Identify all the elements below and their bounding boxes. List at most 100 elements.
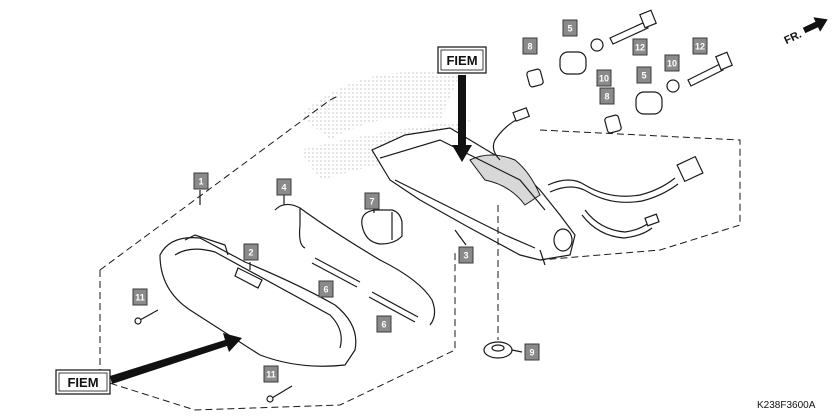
fiem-tag-bottom: FIEM (55, 333, 242, 395)
callout-number: 5 (641, 71, 646, 81)
wire-branch (584, 209, 651, 233)
callout-number: 12 (635, 43, 645, 53)
lens-rim (184, 234, 229, 256)
callout-box (562, 19, 578, 37)
callout-box (458, 246, 474, 264)
branch-connector (644, 213, 660, 227)
fiem-arrow-top (452, 75, 472, 162)
callout-number: 2 (248, 248, 253, 258)
callout-11: 11 (132, 288, 148, 306)
bolt-a-head (639, 9, 657, 29)
screw-upper-head (134, 317, 142, 325)
grommet-hole (491, 344, 505, 352)
wire-harness-upper (492, 117, 521, 161)
callout-3: 3 (458, 246, 474, 264)
assembly-frame-top (99, 94, 341, 271)
callout-box (636, 66, 652, 84)
assembly-frame-right (539, 129, 741, 261)
cushion-b (635, 91, 663, 115)
callout-box (692, 37, 708, 55)
callout-box (376, 315, 392, 333)
callout-number: 8 (604, 92, 609, 102)
callout-box (243, 243, 259, 261)
taillight-lens (159, 237, 357, 367)
callout-number: 6 (381, 320, 386, 330)
bulb (361, 209, 403, 245)
fiem-label-top: FIEM (446, 53, 477, 68)
callout-number: 3 (463, 251, 468, 261)
washer-b (666, 79, 680, 93)
seal-strip-a2 (311, 262, 358, 288)
fiem-tag-top: FIEM (437, 46, 487, 162)
hardware-set-b (604, 51, 733, 134)
washer-a (590, 38, 604, 52)
callout-11: 11 (263, 365, 279, 383)
seal-strip-a (314, 257, 361, 283)
callout-box (364, 192, 380, 210)
callout-number: 1 (198, 177, 203, 187)
leader-9 (511, 349, 523, 353)
screw-upper (139, 309, 159, 321)
watermark-wing (300, 71, 460, 140)
main-connector (676, 155, 704, 183)
callout-number: 11 (266, 370, 276, 380)
wire-harness-main2 (549, 183, 679, 203)
seal-gasket (274, 203, 436, 326)
arrow-icon (802, 17, 828, 34)
callout-1: 1 (193, 172, 209, 190)
callout-8: 8 (522, 37, 538, 55)
callout-number: 5 (567, 24, 572, 34)
fiem-arrow-bottom (110, 333, 242, 384)
base-flange (394, 179, 536, 249)
callout-box (193, 172, 209, 190)
callout-box (132, 288, 148, 306)
seal-strip-b (371, 291, 419, 318)
screw-lower-head (266, 395, 274, 403)
base-socket (469, 154, 541, 206)
callout-number: 6 (323, 285, 328, 295)
wire-connector-small (512, 107, 531, 122)
wire-harness-main (547, 177, 676, 197)
callout-box (664, 54, 680, 72)
seal-strip-b2 (368, 296, 416, 323)
callout-box (599, 87, 615, 105)
callout-box (632, 38, 648, 56)
callout-number: 8 (527, 42, 532, 52)
leader-3 (454, 229, 467, 246)
bolt-a (609, 21, 649, 45)
callout-box (522, 37, 538, 55)
callout-box (276, 178, 292, 196)
callout-box (318, 280, 334, 298)
lens-tab (234, 267, 263, 289)
callout-2: 2 (243, 243, 259, 261)
callout-box (263, 365, 279, 383)
base-mount-boss (553, 228, 573, 252)
callout-12: 12 (632, 38, 648, 56)
callout-6: 6 (318, 280, 334, 298)
direction-label: FR. (782, 29, 803, 47)
callout-6: 6 (376, 315, 392, 333)
wire-branch2 (581, 214, 653, 239)
lens-inner-edge (174, 248, 342, 349)
bolt-b (687, 63, 724, 87)
fiem-label-bottom: FIEM (67, 375, 98, 390)
callout-number: 10 (667, 59, 677, 69)
diagram-code: K238F3600A (757, 400, 816, 411)
callout-10: 10 (664, 54, 680, 72)
callout-number: 12 (695, 42, 705, 52)
callout-box (524, 343, 540, 361)
callout-4: 4 (276, 178, 292, 196)
callout-5: 5 (636, 66, 652, 84)
callout-number: 10 (599, 74, 609, 84)
callout-8: 8 (599, 87, 615, 105)
cushion-a (559, 51, 587, 75)
screw-lower (271, 385, 293, 399)
callout-7: 7 (364, 192, 380, 210)
callout-number: 4 (281, 183, 286, 193)
taillight-base (371, 127, 576, 261)
front-direction-indicator: FR. (782, 17, 828, 47)
callout-9: 9 (524, 343, 540, 361)
